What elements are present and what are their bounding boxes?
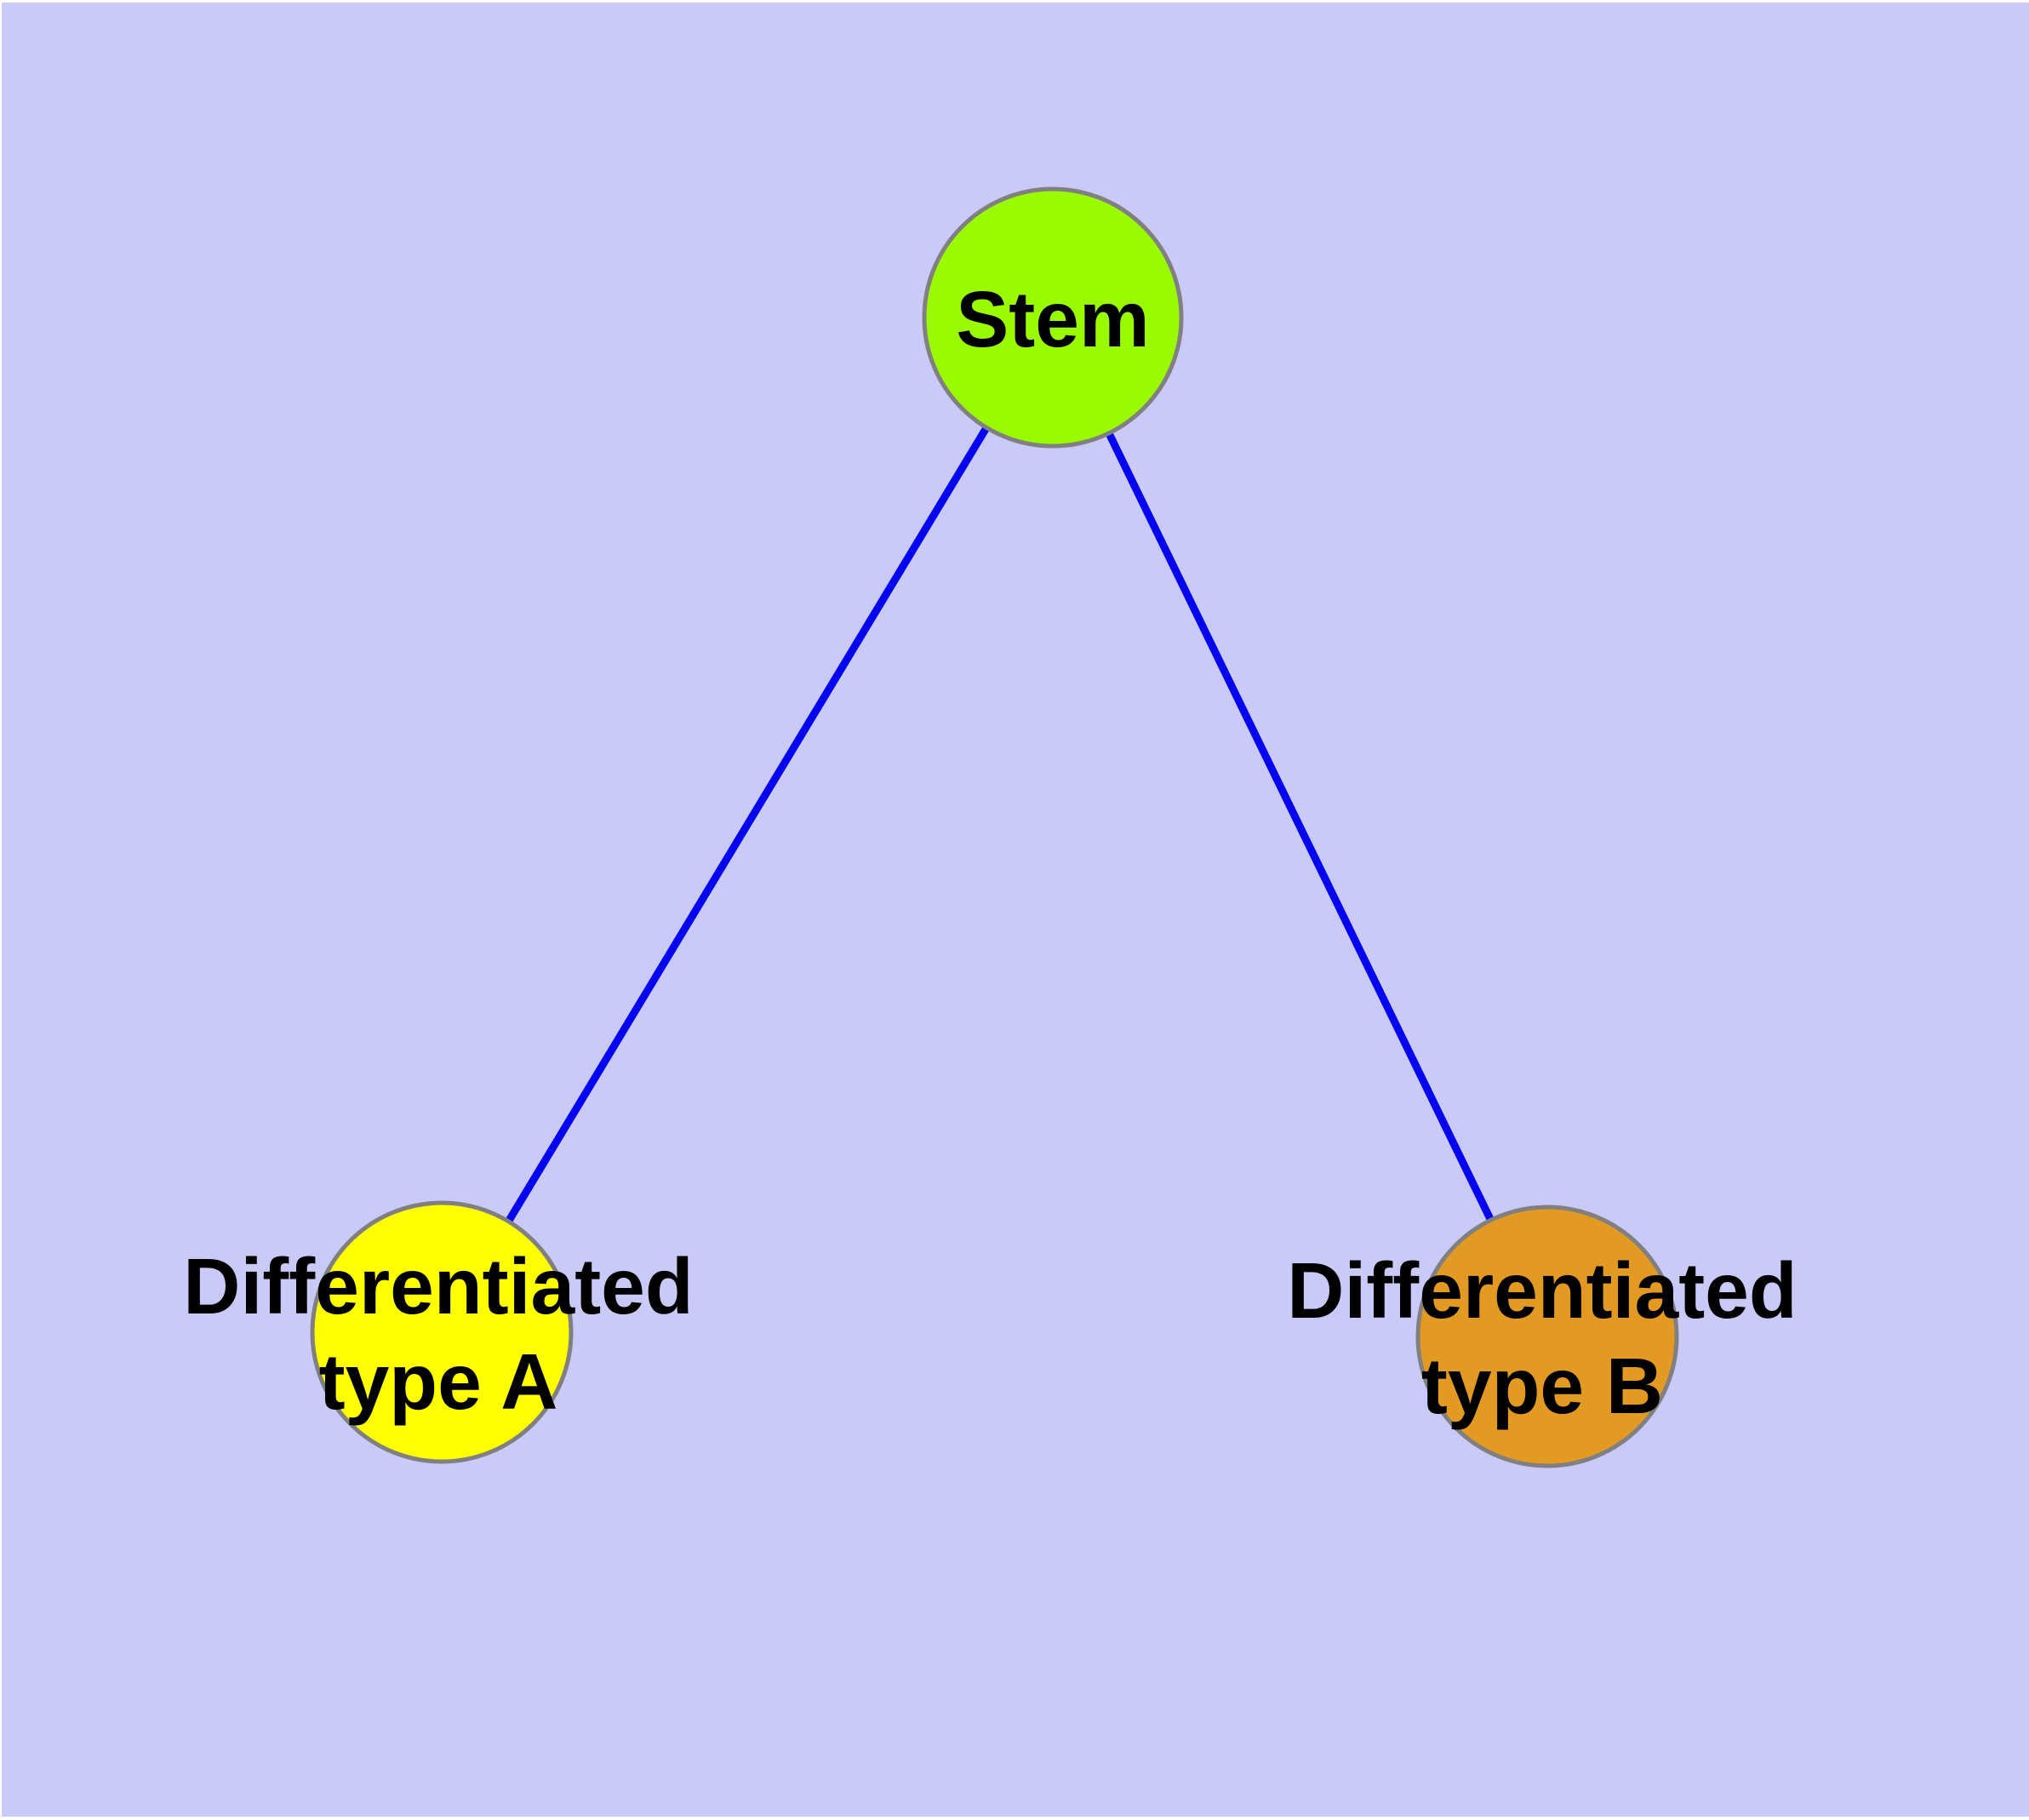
node-type-b-label-line1: Differentiated: [1287, 1246, 1797, 1335]
node-stem-label: Stem: [956, 275, 1149, 363]
node-type-b-circle: [1415, 1205, 1679, 1468]
edge-stem-to-type-b: [1049, 316, 1552, 1338]
edge-stem-to-type-a: [438, 315, 1056, 1335]
node-type-a-label-line1: Differentiated: [183, 1242, 693, 1331]
node-type-b-label-line2: type B: [1421, 1342, 1663, 1430]
node-type-a-circle: [310, 1200, 574, 1464]
node-stem-circle: [922, 186, 1184, 449]
node-type-a-label-line2: type A: [319, 1337, 558, 1426]
